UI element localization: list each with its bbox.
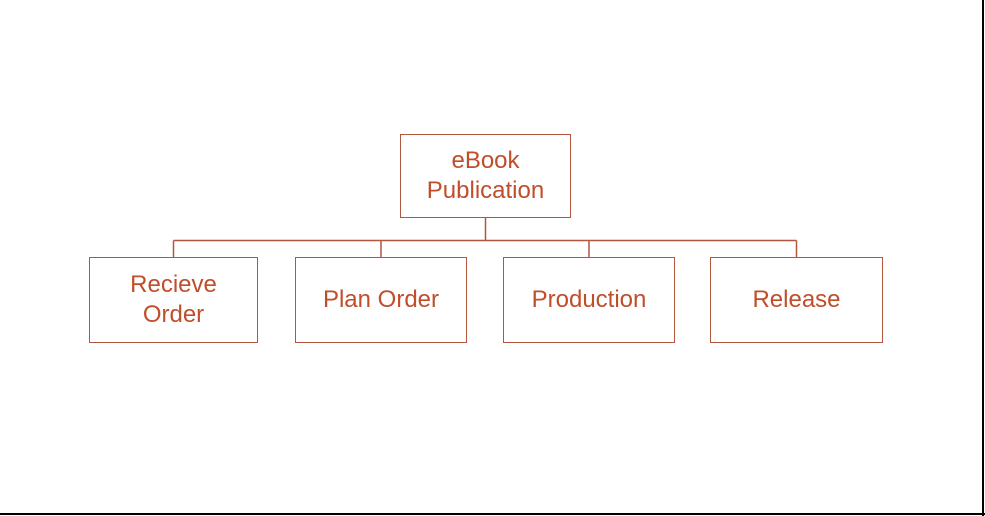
node-label: Release [752,286,841,313]
node-label-line: Publication [426,177,545,204]
frame-right-edge-line [982,0,984,516]
node-production: Production [503,257,675,343]
node-ebook-publication: eBook Publication [400,134,571,218]
node-label: Plan Order [322,286,440,313]
node-release: Release [710,257,883,343]
node-label-line: Order [142,301,205,328]
node-label-line: eBook [451,147,520,174]
frame-bottom-edge-line [0,513,985,515]
node-recieve-order: Recieve Order [89,257,258,343]
node-label: Production [531,286,647,313]
node-plan-order: Plan Order [295,257,467,343]
node-label-line: Recieve [130,271,217,298]
